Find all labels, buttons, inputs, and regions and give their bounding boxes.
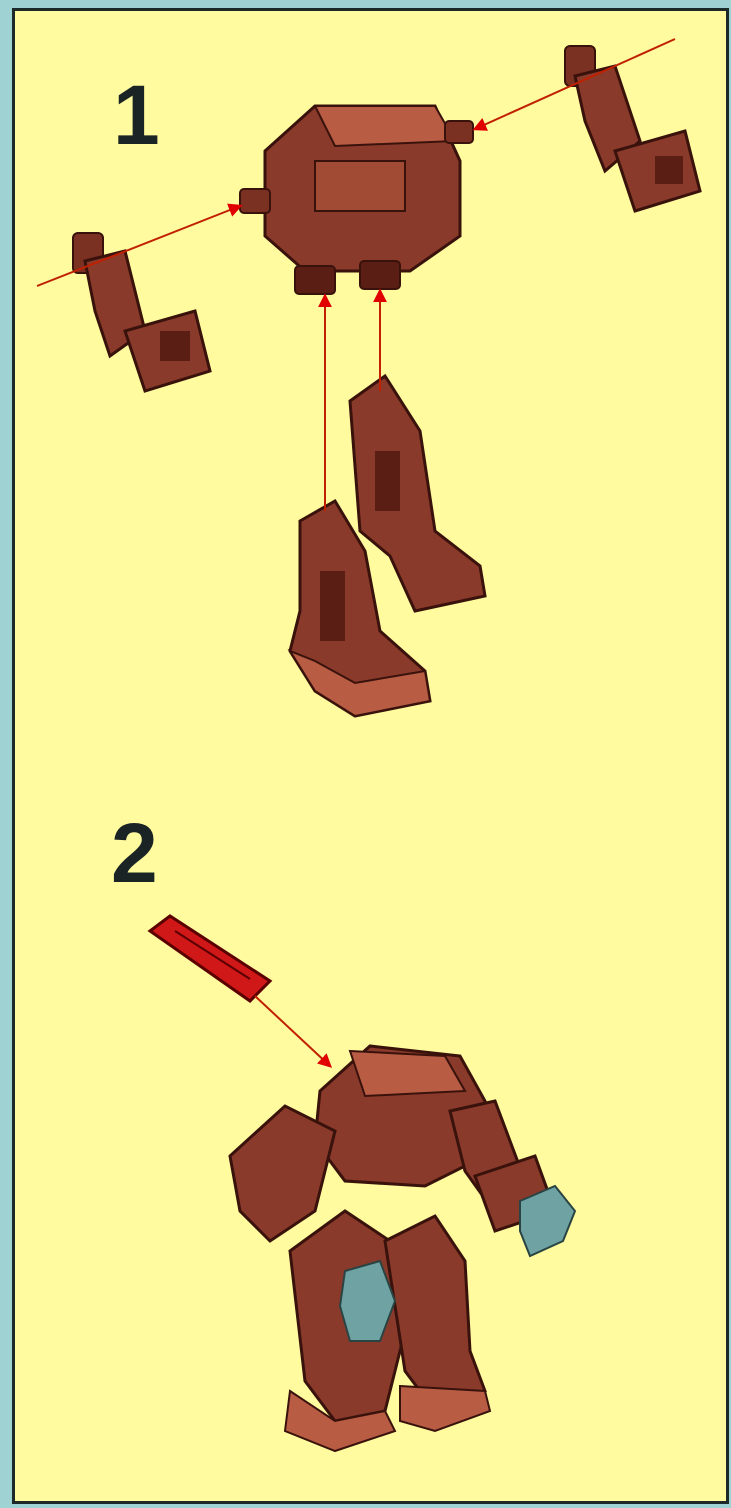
arrow-left-arm <box>37 206 240 286</box>
step2-red-pin <box>150 916 330 1066</box>
step1-legs <box>290 376 485 716</box>
step1-torso <box>240 106 473 294</box>
instruction-page: 1 2 <box>12 8 729 1504</box>
assembly-illustration <box>15 11 729 1504</box>
step1-right-arm <box>565 46 700 211</box>
arrow-pin <box>255 996 330 1066</box>
claw-right <box>520 1186 575 1256</box>
step1-left-arm <box>73 233 210 391</box>
step2-assembled-robot <box>230 1046 575 1451</box>
